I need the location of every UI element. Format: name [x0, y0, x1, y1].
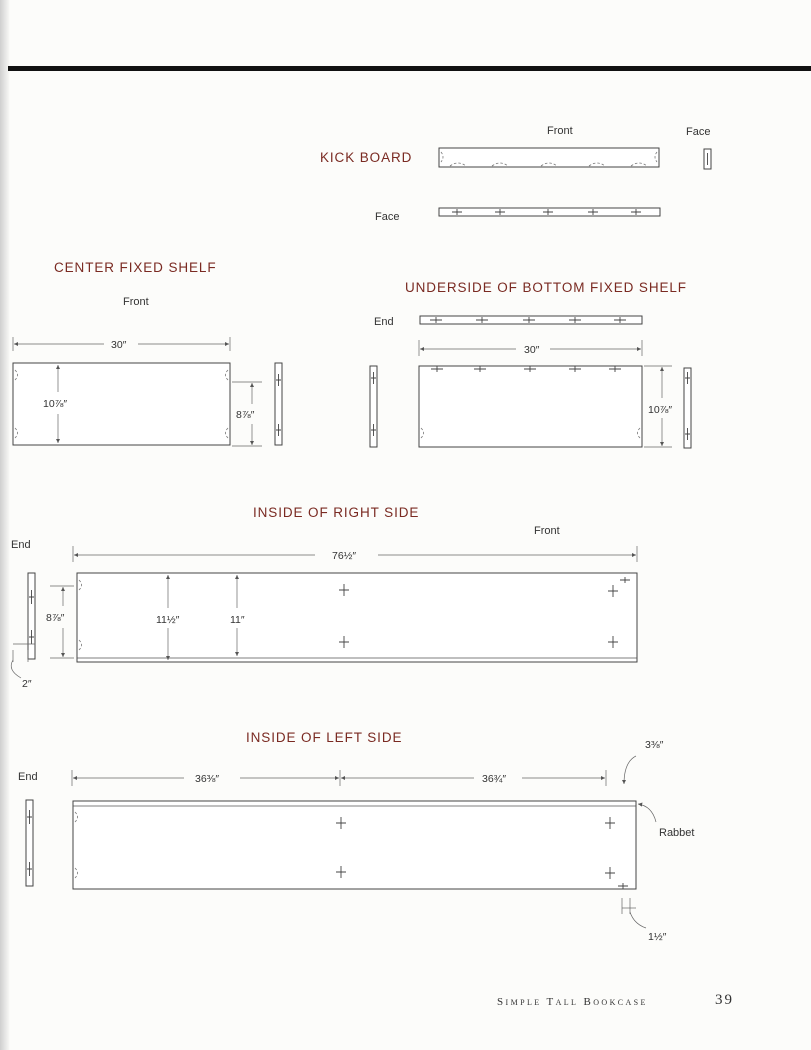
- right-side-offset-dim: 2″: [22, 678, 32, 690]
- right-side-screw-marks: [339, 577, 630, 648]
- kick-board-face-label-left: Face: [375, 211, 399, 223]
- kick-board-screw-marks: [452, 209, 641, 215]
- right-side-end-dim: 8⅞″: [46, 612, 65, 624]
- right-side-face-view: [76, 572, 638, 663]
- inside-left-side-section: INSIDE OF LEFT SIDE End 36⅜″ 36¾″ 3⅜″: [18, 730, 694, 943]
- inside-right-side-section: INSIDE OF RIGHT SIDE End Front 76½″: [10, 505, 638, 690]
- underside-shelf-right-end-view: [683, 367, 692, 449]
- underside-bottom-shelf-section: UNDERSIDE OF BOTTOM FIXED SHELF End 30″: [369, 280, 692, 449]
- right-side-end-dimension: 8⅞″: [46, 585, 74, 659]
- center-shelf-end-view: [274, 362, 283, 446]
- right-side-end-view: [27, 572, 36, 660]
- left-side-top-dimension: 3⅜″: [621, 739, 664, 785]
- left-side-screw-marks: [336, 817, 628, 889]
- center-fixed-shelf-section: CENTER FIXED SHELF Front 30″ 10⅞″: [12, 260, 283, 447]
- page-spine-shadow: [0, 0, 10, 1050]
- center-shelf-depth-dim: 10⅞″: [43, 398, 67, 410]
- kick-board-front-view: [438, 147, 660, 168]
- center-shelf-inner-dimension: 8⅞″: [232, 381, 262, 447]
- footer-book-title: Simple Tall Bookcase: [497, 996, 648, 1008]
- kick-board-pocket-marks: [440, 151, 658, 167]
- center-shelf-width-dim: 30″: [111, 339, 127, 351]
- right-side-end-label: End: [11, 539, 31, 551]
- right-side-offset-dimension: 2″: [10, 643, 35, 690]
- right-side-length-dim: 76½″: [332, 550, 356, 562]
- right-side-dimension-a: 11½″: [156, 575, 180, 660]
- underside-shelf-edge-screws: [430, 317, 626, 323]
- footer-page-number: 39: [715, 992, 734, 1008]
- center-shelf-top-view: [12, 362, 231, 446]
- underside-shelf-width-dimension: 30″: [418, 340, 643, 356]
- kick-board-title: KICK BOARD: [320, 150, 412, 165]
- underside-shelf-depth-dimension: 10⅞″: [644, 365, 672, 448]
- left-side-title: INSIDE OF LEFT SIDE: [246, 730, 402, 745]
- left-side-face-view: [72, 800, 637, 890]
- right-side-title: INSIDE OF RIGHT SIDE: [253, 505, 419, 520]
- left-side-length-dimensions: 36⅜″ 36¾″: [71, 770, 607, 786]
- left-side-dim-left: 36⅜″: [195, 773, 219, 785]
- left-side-end-label: End: [18, 771, 38, 783]
- center-shelf-width-dimension: 30″: [12, 337, 231, 351]
- underside-shelf-face-screws: [431, 366, 621, 372]
- kick-board-face-label-top: Face: [686, 126, 710, 138]
- underside-shelf-end-label: End: [374, 316, 394, 328]
- center-shelf-title: CENTER FIXED SHELF: [54, 260, 216, 275]
- underside-shelf-depth-dim: 10⅞″: [648, 404, 672, 416]
- right-side-dim-a: 11½″: [156, 614, 180, 626]
- right-side-length-dimension: 76½″: [72, 546, 638, 562]
- left-side-rabbet-label: Rabbet: [659, 827, 694, 839]
- left-side-top-dim: 3⅜″: [645, 739, 664, 751]
- center-shelf-inner-dim: 8⅞″: [236, 409, 255, 421]
- left-side-bottom-dim: 1½″: [648, 931, 667, 943]
- left-side-dim-right: 36¾″: [482, 773, 506, 785]
- top-rule: [8, 66, 811, 71]
- right-side-dimension-b: 11″: [230, 575, 245, 656]
- left-side-rabbet-callout: Rabbet: [637, 802, 694, 839]
- left-side-bottom-dimension: 1½″: [621, 898, 667, 943]
- right-side-dim-b: 11″: [230, 614, 245, 626]
- kick-board-front-label: Front: [547, 125, 573, 137]
- underside-shelf-left-end-view: [369, 365, 378, 448]
- underside-shelf-bottom-view: [418, 365, 643, 448]
- center-shelf-front-label: Front: [123, 296, 149, 308]
- kick-board-section: KICK BOARD Front Face Face: [320, 125, 712, 223]
- underside-shelf-title: UNDERSIDE OF BOTTOM FIXED SHELF: [405, 280, 687, 295]
- center-shelf-depth-dimension: 10⅞″: [43, 365, 67, 443]
- right-side-front-label: Front: [534, 525, 560, 537]
- left-side-end-view: [25, 799, 34, 887]
- underside-shelf-width-dim: 30″: [524, 344, 540, 356]
